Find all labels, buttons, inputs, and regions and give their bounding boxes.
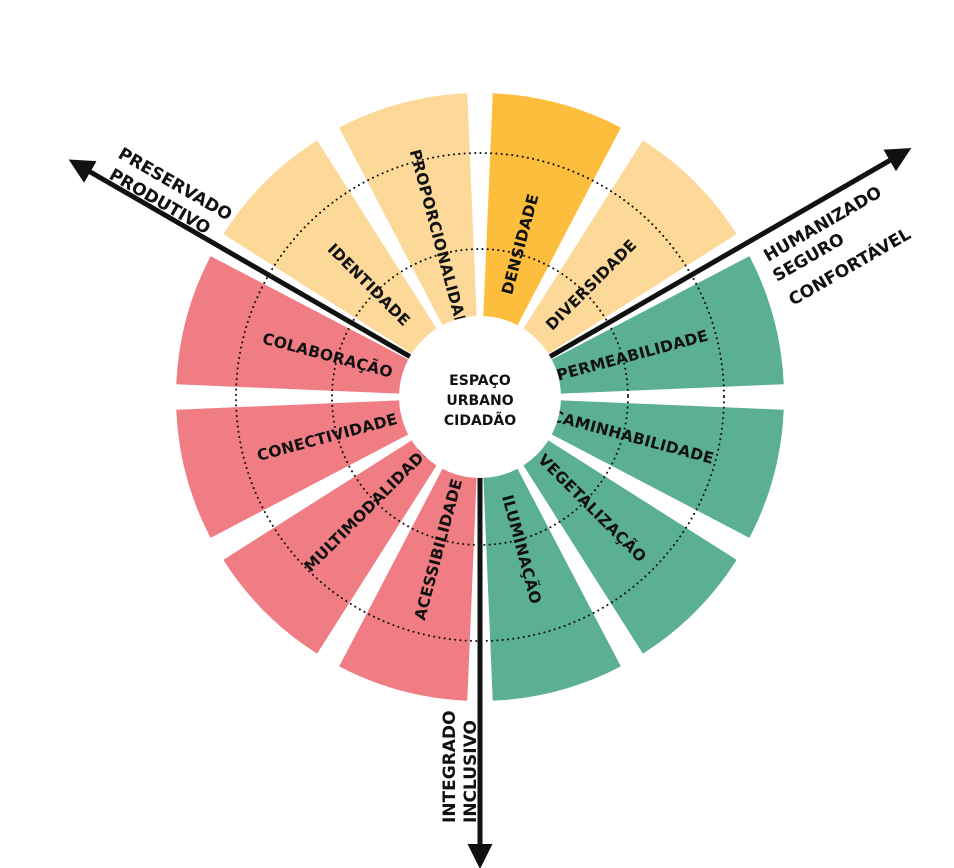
segment-identidade <box>223 140 448 365</box>
center-circle <box>399 316 561 478</box>
segments-layer <box>176 93 784 701</box>
center-hub: ESPAÇO URBANO CIDADÃO <box>399 316 561 478</box>
center-line-3: CIDADÃO <box>444 412 516 429</box>
dotted-ring-outer <box>235 152 725 642</box>
segment-acessibilidade <box>339 450 478 701</box>
segment-iluminacao <box>482 450 621 701</box>
center-line-2: URBANO <box>446 393 513 409</box>
segment-vegetalizacao <box>512 429 737 654</box>
segment-multimodalidade <box>223 429 448 654</box>
center-line-1: ESPAÇO <box>449 373 511 389</box>
segment-diversidade <box>512 140 737 365</box>
segment-colaboracao <box>176 256 427 395</box>
segment-conectividade <box>176 399 427 538</box>
axis-label-inclusivo: INCLUSIVO <box>461 720 481 823</box>
axis-label-integrado: INTEGRADO <box>440 710 460 823</box>
